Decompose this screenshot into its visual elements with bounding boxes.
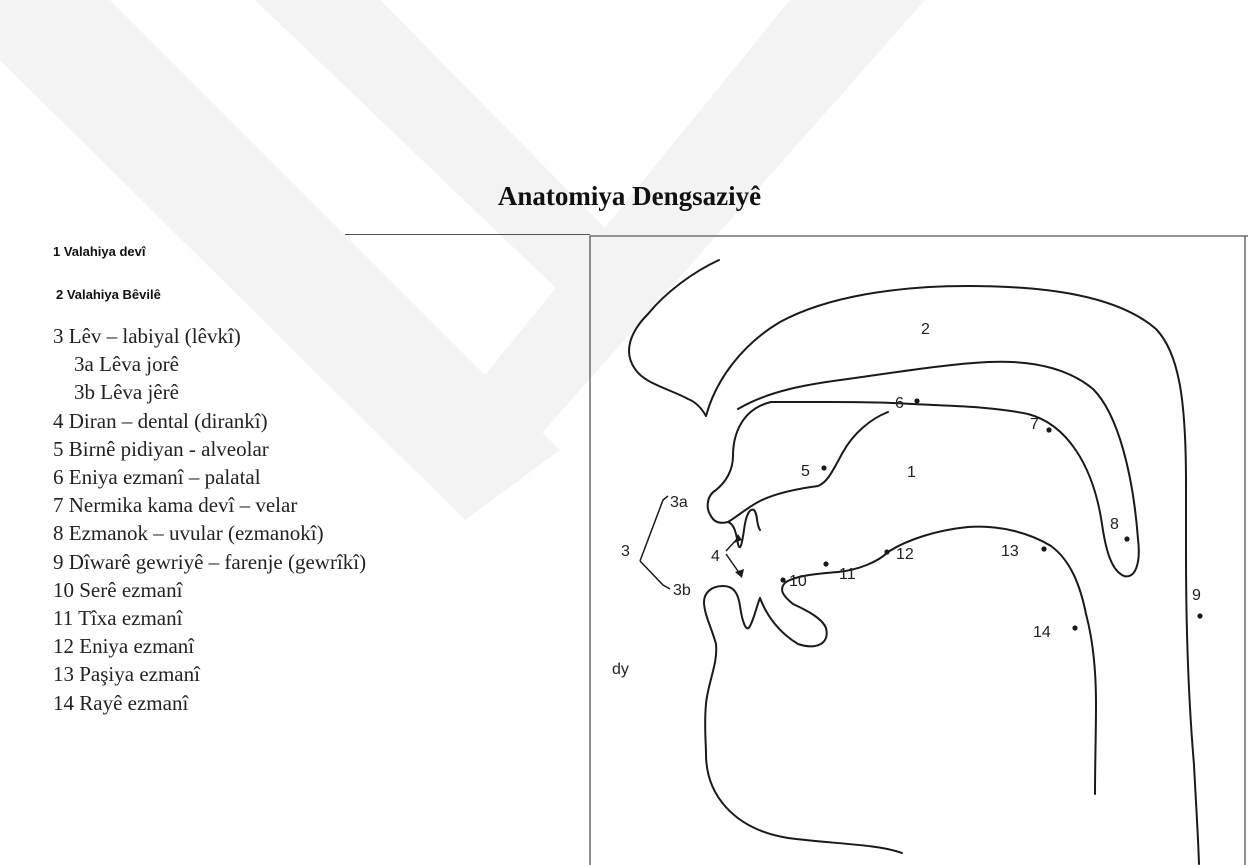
label-dy: dy <box>612 661 629 678</box>
legend-item: 5 Birnê pidiyan - alveolar <box>53 435 366 463</box>
dot-11 <box>823 561 828 566</box>
upper-tooth <box>728 510 760 548</box>
page-title: Anatomiya Dengsaziyê <box>0 181 1259 212</box>
label-5: 5 <box>801 463 810 480</box>
label-9: 9 <box>1192 587 1201 604</box>
label-10: 10 <box>789 573 807 590</box>
tongue-outline <box>760 527 1096 794</box>
dot-6 <box>914 398 919 403</box>
vocal-tract-diagram: 2 1 6 7 5 8 9 3a 3 3b 4 10 11 12 13 14 d… <box>588 234 1248 865</box>
legend-item: 3 Lêv – labiyal (lêvkî) <box>53 322 366 350</box>
dot-14 <box>1072 625 1077 630</box>
dot-13 <box>1041 546 1046 551</box>
dot-7 <box>1046 427 1051 432</box>
label-1: 1 <box>907 464 916 481</box>
legend-item: 6 Eniya ezmanî – palatal <box>53 463 366 491</box>
legend-item: 13 Paşiya ezmanî <box>53 660 366 688</box>
legend-item: 7 Nermika kama devî – velar <box>53 491 366 519</box>
legend-item: 11 Tîxa ezmanî <box>53 604 366 632</box>
label-11: 11 <box>839 566 856 583</box>
divider-line <box>345 234 590 235</box>
dot-8 <box>1124 536 1129 541</box>
legend-item: 3a Lêva jorê <box>53 350 366 378</box>
legend-item: 4 Diran – dental (dirankî) <box>53 407 366 435</box>
velum-upper <box>738 362 1139 577</box>
legend-item: 8 Ezmanok – uvular (ezmanokî) <box>53 519 366 547</box>
dot-12 <box>884 549 889 554</box>
label-8: 8 <box>1110 516 1119 533</box>
legend-item: 14 Rayê ezmanî <box>53 689 366 717</box>
label-3: 3 <box>621 543 630 560</box>
dot-5 <box>821 465 826 470</box>
label-13: 13 <box>1001 543 1019 560</box>
arrow-4-down <box>735 569 744 578</box>
legend-list: 3 Lêv – labiyal (lêvkî) 3a Lêva jorê 3b … <box>53 322 366 717</box>
pointer-3b <box>640 561 670 589</box>
nasal-cavity-upper <box>706 286 1199 864</box>
label-14: 14 <box>1033 624 1051 641</box>
label-6: 6 <box>895 395 904 412</box>
label-2: 2 <box>921 321 930 338</box>
label-4: 4 <box>711 548 720 565</box>
legend-item-2: 2 Valahiya Bêvilê <box>56 287 161 302</box>
legend-item: 3b Lêva jêrê <box>53 378 366 406</box>
lower-lip-jaw <box>704 586 902 853</box>
palate-line <box>708 402 888 523</box>
label-3a: 3a <box>670 494 688 511</box>
nose-outline <box>629 260 719 416</box>
legend-item-1: 1 Valahiya devî <box>53 244 146 259</box>
dot-10 <box>780 577 785 582</box>
dot-9 <box>1197 613 1202 618</box>
legend-item: 9 Dîwarê gewriyê – farenje (gewrîkî) <box>53 548 366 576</box>
label-12: 12 <box>896 546 914 563</box>
pointer-4-down <box>726 554 740 574</box>
pointer-3a <box>640 496 668 561</box>
label-7: 7 <box>1030 416 1039 433</box>
legend-item: 12 Eniya ezmanî <box>53 632 366 660</box>
label-3b: 3b <box>673 582 691 599</box>
diagram-frame <box>590 236 1248 865</box>
legend-item: 10 Serê ezmanî <box>53 576 366 604</box>
